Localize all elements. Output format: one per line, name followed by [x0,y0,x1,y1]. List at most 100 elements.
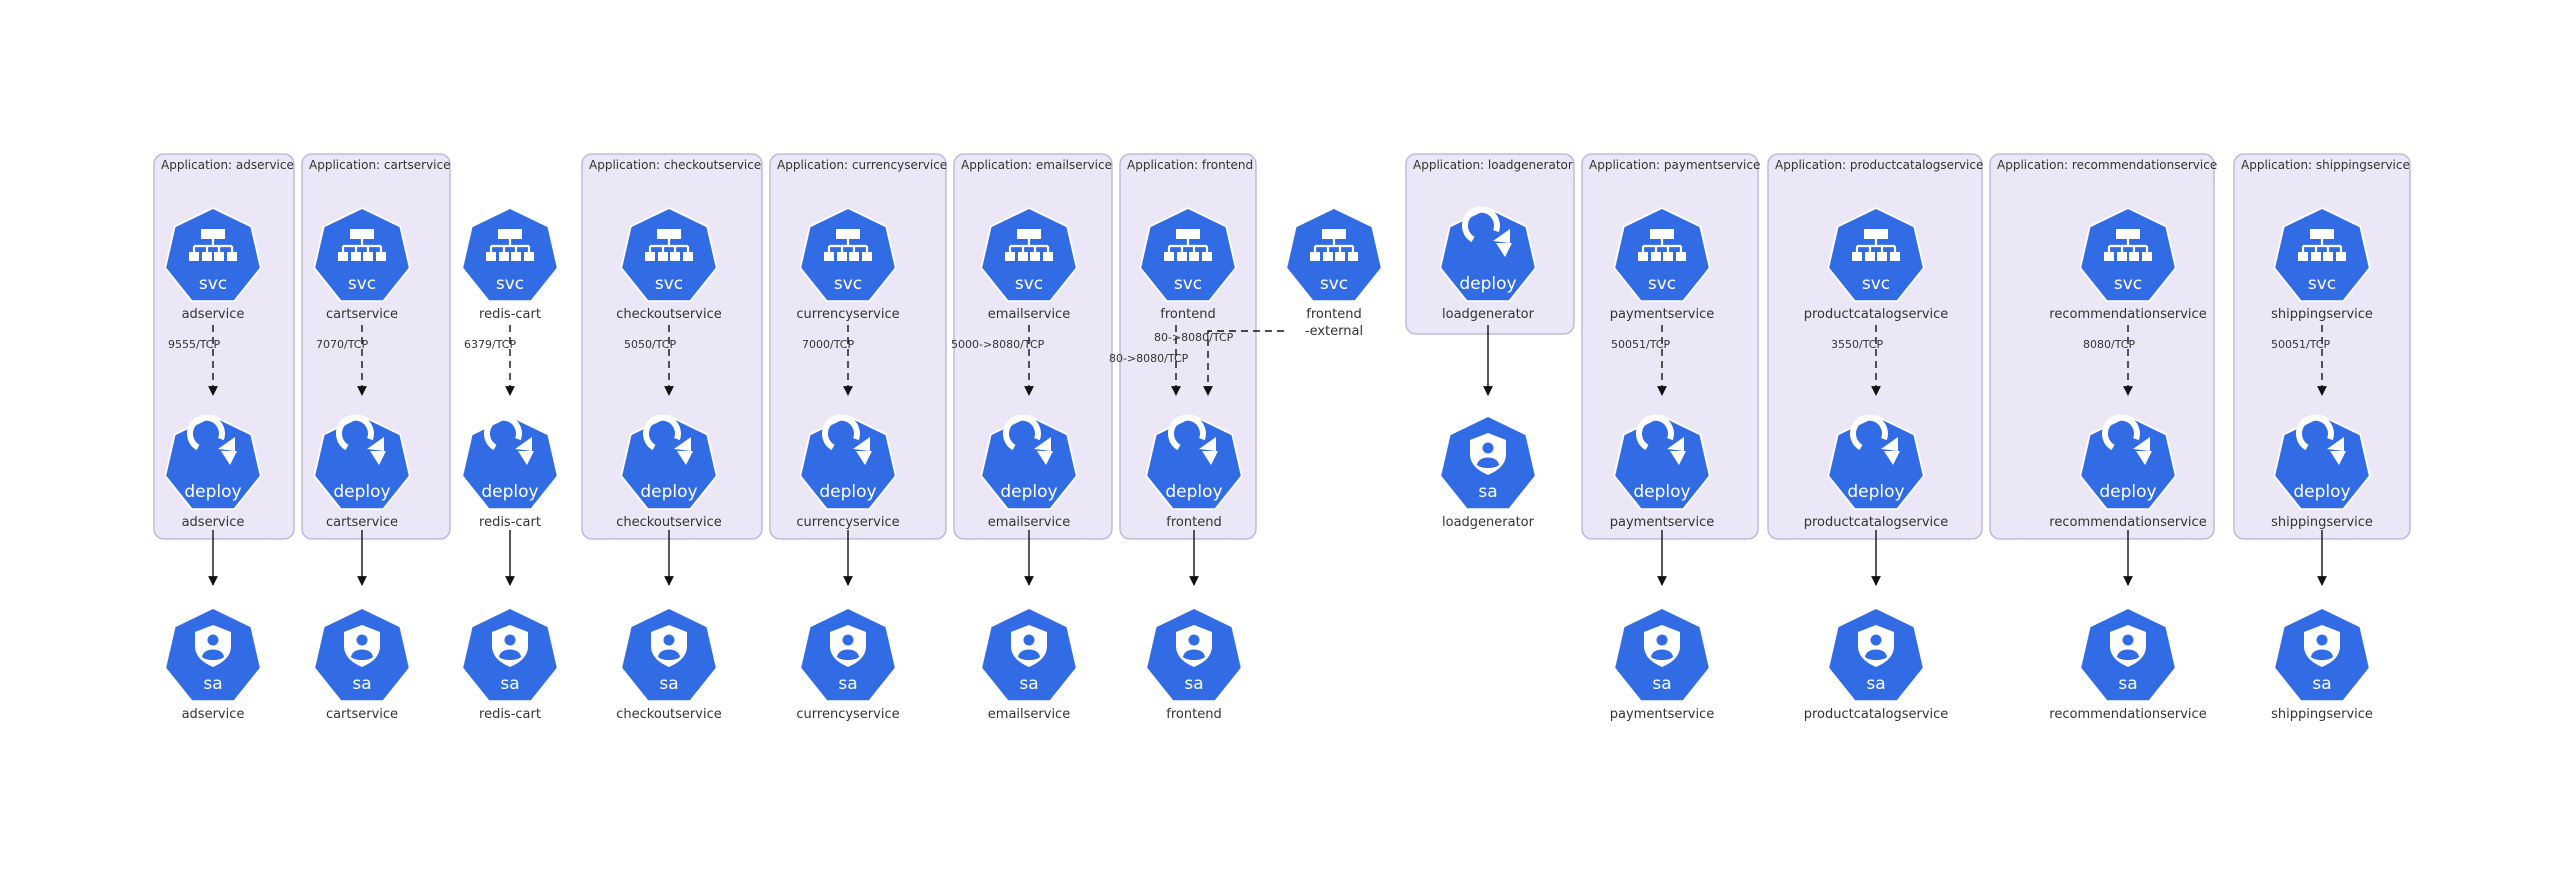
icon-kind-label: sa [1019,674,1038,694]
deploy-node: deploy cartservice [313,414,411,530]
node-label: redis-cart [479,515,541,530]
node-label: checkoutservice [616,307,721,322]
service-hierarchy-icon: svc [1285,207,1383,302]
edge-port-label: 7000/TCP [802,338,854,351]
svc-node: svc frontend-external [1285,207,1383,339]
node-label: currencyservice [796,707,899,722]
icon-kind-label: sa [352,674,371,694]
edge-connector: 8080/TCP [2083,325,2135,396]
icon-kind-label: sa [2118,674,2137,694]
deploy-node: deploy checkoutservice [616,414,722,530]
service-hierarchy-icon: svc [2079,207,2177,302]
icon-kind-label: deploy [1165,482,1222,502]
service-account-shield-icon: sa [313,607,411,702]
service-account-shield-icon: sa [2273,607,2371,702]
node-label: adservice [182,307,245,322]
deploy-cycle-icon: deploy [799,414,897,510]
icon-kind-label: sa [2312,674,2331,694]
node-label: adservice [182,707,245,722]
edge-connector: 80->8080/TCP [1109,325,1189,396]
service-hierarchy-icon: svc [313,207,411,302]
edge-connector: 3550/TCP [1831,325,1883,396]
icon-kind-label: deploy [333,482,390,502]
sa-node: sa loadgenerator [1439,415,1537,530]
group-title: Application: paymentservice [1589,158,1760,172]
node-label: loadgenerator [1442,515,1535,530]
deploy-node: deploy recommendationservice [2049,414,2207,530]
service-hierarchy-icon: svc [461,207,559,302]
deploy-cycle-icon: deploy [1439,206,1537,302]
deploy-cycle-icon: deploy [1613,414,1711,510]
service-account-shield-icon: sa [461,607,559,702]
edge-line [1203,330,1284,396]
group-title: Application: checkoutservice [589,158,761,172]
group-title: Application: currencyservice [777,158,947,172]
service-hierarchy-icon: svc [799,207,897,302]
icon-kind-label: svc [199,274,227,294]
node-label: cartservice [326,515,398,530]
node-label: frontend-external [1305,307,1363,339]
node-label: frontend [1166,707,1221,722]
deploy-cycle-icon: deploy [2079,414,2177,510]
icon-kind-label: sa [203,674,222,694]
deploy-node: deploy paymentservice [1610,414,1714,530]
service-hierarchy-icon: svc [1613,207,1711,302]
svc-node: svc checkoutservice [616,207,722,322]
deploy-cycle-icon: deploy [1145,414,1243,510]
nodes-layer: svcadservicedeployadservicesaadservicesv… [164,206,2373,722]
icon-kind-label: deploy [2099,482,2156,502]
sa-node: sa adservice [164,607,262,722]
icon-kind-label: svc [834,274,862,294]
icon-kind-label: svc [655,274,683,294]
service-account-shield-icon: sa [620,607,718,702]
icon-kind-label: sa [659,674,678,694]
node-label: paymentservice [1610,515,1714,530]
icon-kind-label: sa [500,674,519,694]
service-account-shield-icon: sa [1145,607,1243,702]
node-label: productcatalogservice [1804,515,1949,530]
sa-node: sa frontend [1145,607,1243,722]
icon-kind-label: deploy [640,482,697,502]
edge-connector: 5050/TCP [624,325,676,396]
deploy-cycle-icon: deploy [164,414,262,510]
edge-connector: 50051/TCP [2271,325,2330,396]
node-label: cartservice [326,707,398,722]
edge-connector: 50051/TCP [1611,325,1670,396]
node-label: recommendationservice [2049,515,2206,530]
icon-kind-label: deploy [184,482,241,502]
group-title: Application: shippingservice [2241,158,2410,172]
node-label: redis-cart [479,707,541,722]
node-label: emailservice [988,515,1070,530]
icon-kind-label: deploy [1000,482,1057,502]
icon-kind-label: sa [1478,482,1497,502]
icon-kind-label: deploy [1633,482,1690,502]
node-label: checkoutservice [616,707,721,722]
deploy-cycle-icon: deploy [313,414,411,510]
node-label: shippingservice [2271,307,2373,322]
icon-kind-label: svc [1320,274,1348,294]
node-label: checkoutservice [616,515,721,530]
deploy-cycle-icon: deploy [980,414,1078,510]
icon-kind-label: svc [2114,274,2142,294]
service-hierarchy-icon: svc [980,207,1078,302]
svc-node: svc adservice [164,207,262,322]
edge-connector: 5000->8080/TCP [951,325,1045,396]
edge-port-label: 50051/TCP [1611,338,1670,351]
edge-port-label: 3550/TCP [1831,338,1883,351]
node-label: cartservice [326,307,398,322]
icon-kind-label: deploy [2293,482,2350,502]
icon-kind-label: svc [1648,274,1676,294]
icon-kind-label: svc [2308,274,2336,294]
